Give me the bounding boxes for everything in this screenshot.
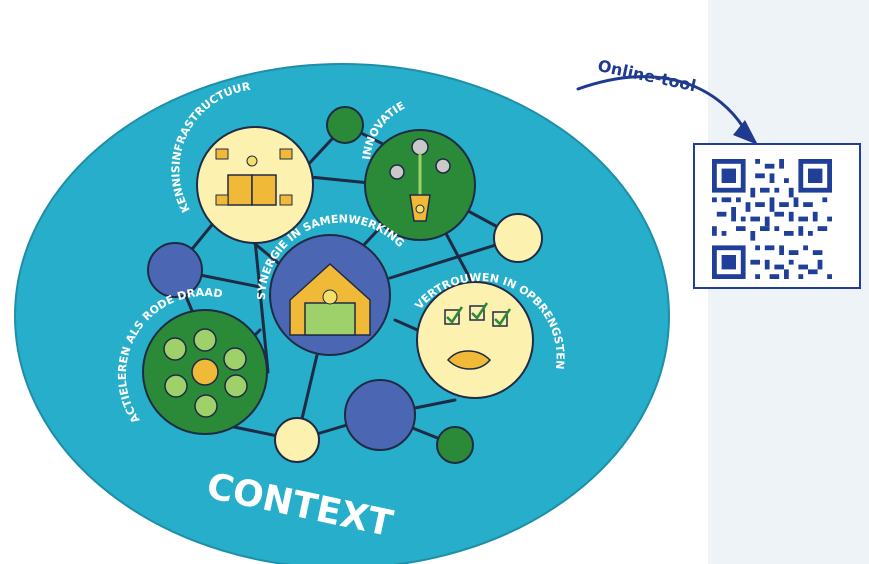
small-yellow-right (493, 213, 543, 263)
checklist-handshake-icon (444, 302, 512, 370)
plant-with-gears-icon (389, 138, 451, 222)
small-yellow-bottom (274, 417, 320, 463)
small-green-bottom (436, 426, 474, 464)
vertrouwen-circle (416, 281, 534, 399)
qr-code-box (693, 143, 861, 289)
medium-blue-bottom (344, 379, 416, 451)
open-book-with-lightbulbs-icon (215, 148, 293, 206)
arrow-head-icon (733, 120, 758, 145)
small-blue-left (147, 242, 203, 298)
node-actieleren: ACTIELEREN ALS RODE DRAAD (116, 286, 268, 435)
puzzle-house-with-hand-icon (289, 262, 371, 336)
qr-code-icon (712, 159, 832, 279)
online-tool-arrow (576, 75, 750, 137)
small-green-top (326, 106, 364, 144)
lightbulb-cluster-icon (163, 328, 248, 418)
